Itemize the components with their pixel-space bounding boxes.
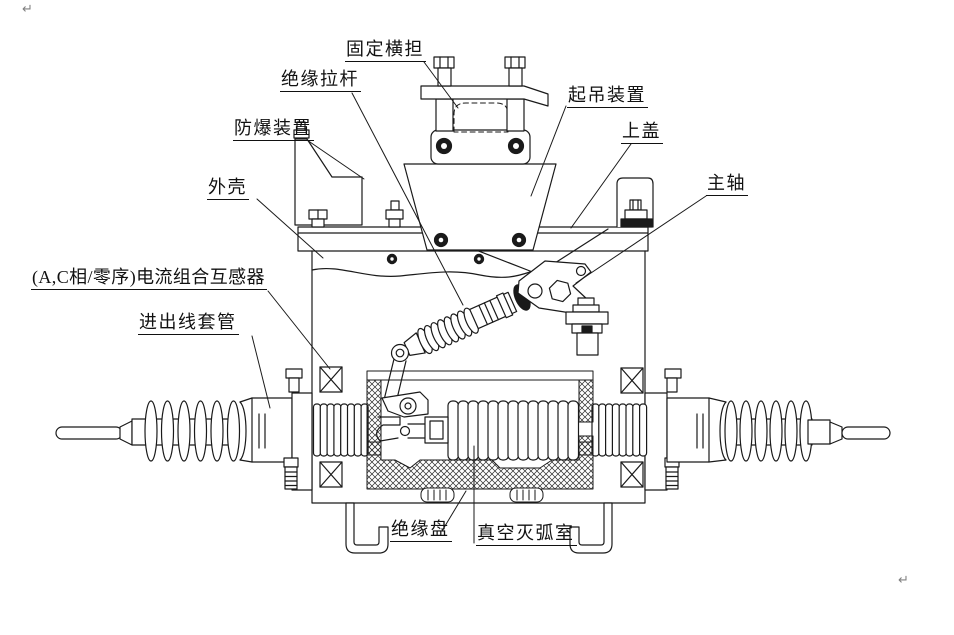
left-bushing-drawing xyxy=(55,368,313,491)
contact-mechanism-drawing xyxy=(376,358,449,444)
insulating-frame-drawing xyxy=(366,370,594,503)
return-mark-icon: ↵ xyxy=(22,2,33,17)
label-housing: 外壳 xyxy=(207,177,249,200)
right-bushing-drawing xyxy=(644,368,891,491)
insulating-pull-rod-drawing xyxy=(390,284,531,363)
terminal-stud-drawing xyxy=(565,297,609,356)
label-top-cover: 上盖 xyxy=(621,121,663,144)
leader-lines xyxy=(251,61,707,544)
label-lifting-device: 起吊装置 xyxy=(567,85,648,108)
return-mark-icon: ↵ xyxy=(898,573,909,588)
label-current-transformer: (A,C相/零序)电流组合互感器 xyxy=(31,267,267,290)
label-explosion-proof-device: 防爆装置 xyxy=(233,118,314,141)
insulating-disc-ribs-drawing xyxy=(420,487,544,503)
label-main-shaft: 主轴 xyxy=(706,173,748,196)
main-shaft-crank-drawing xyxy=(517,260,592,314)
label-fixed-crossarm: 固定横担 xyxy=(345,39,426,62)
vacuum-interrupter-drawing xyxy=(447,400,580,461)
label-insulating-pull-rod: 绝缘拉杆 xyxy=(280,69,361,92)
mounting-feet-drawing xyxy=(345,502,613,554)
label-line-bushing: 进出线套管 xyxy=(138,312,239,335)
top-crossarm-assembly-drawing xyxy=(420,56,549,165)
label-vacuum-interrupter: 真空灭弧室 xyxy=(476,523,577,546)
label-insulating-disc: 绝缘盘 xyxy=(390,519,452,542)
explosion-vent-drawing xyxy=(293,121,363,226)
inner-conductor-bellows-drawing xyxy=(312,403,648,457)
lifting-bracket-drawing xyxy=(403,163,557,251)
ct-symbols-drawing xyxy=(319,366,644,488)
